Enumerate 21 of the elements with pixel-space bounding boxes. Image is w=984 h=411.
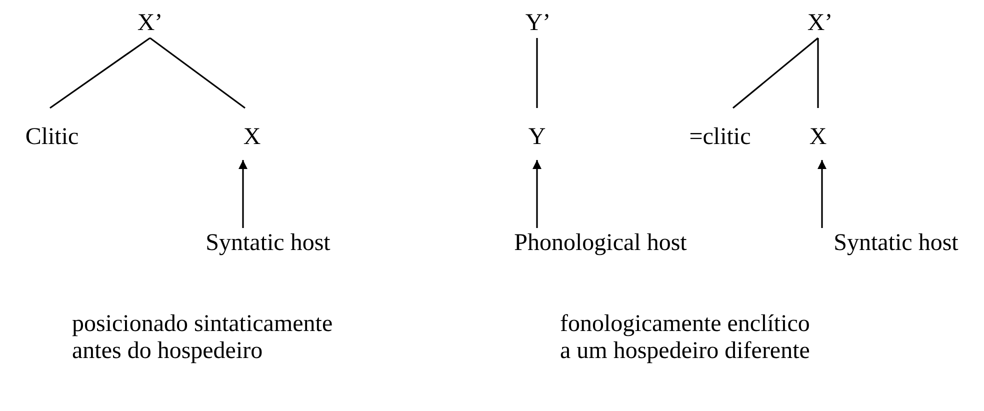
tree-branch-line xyxy=(817,38,819,108)
node-label: X’ xyxy=(807,9,833,38)
arrow xyxy=(532,160,542,228)
node-label: X’ xyxy=(137,9,163,38)
node-label: =clitic xyxy=(689,123,751,152)
node-label: X xyxy=(243,123,261,152)
caption-note: fonologicamente enclítico a um hospedeiro diferente xyxy=(560,311,811,365)
caption-note: posicionado sintaticamente antes do hospedeiro xyxy=(72,311,334,365)
arrow xyxy=(818,160,826,228)
node-label: Y xyxy=(528,123,546,152)
node-label: Y’ xyxy=(525,9,551,38)
tree-branch-line xyxy=(50,37,150,109)
node-label: Phonological host xyxy=(514,229,687,258)
tree-branch-line xyxy=(150,37,246,109)
node-label: X xyxy=(809,123,827,152)
tree-branch-line xyxy=(732,37,818,109)
tree-branch-line xyxy=(536,38,538,108)
node-label: Syntatic host xyxy=(834,229,958,258)
arrow xyxy=(238,160,248,228)
node-label: Syntatic host xyxy=(206,229,330,258)
node-label: Clitic xyxy=(25,123,79,152)
